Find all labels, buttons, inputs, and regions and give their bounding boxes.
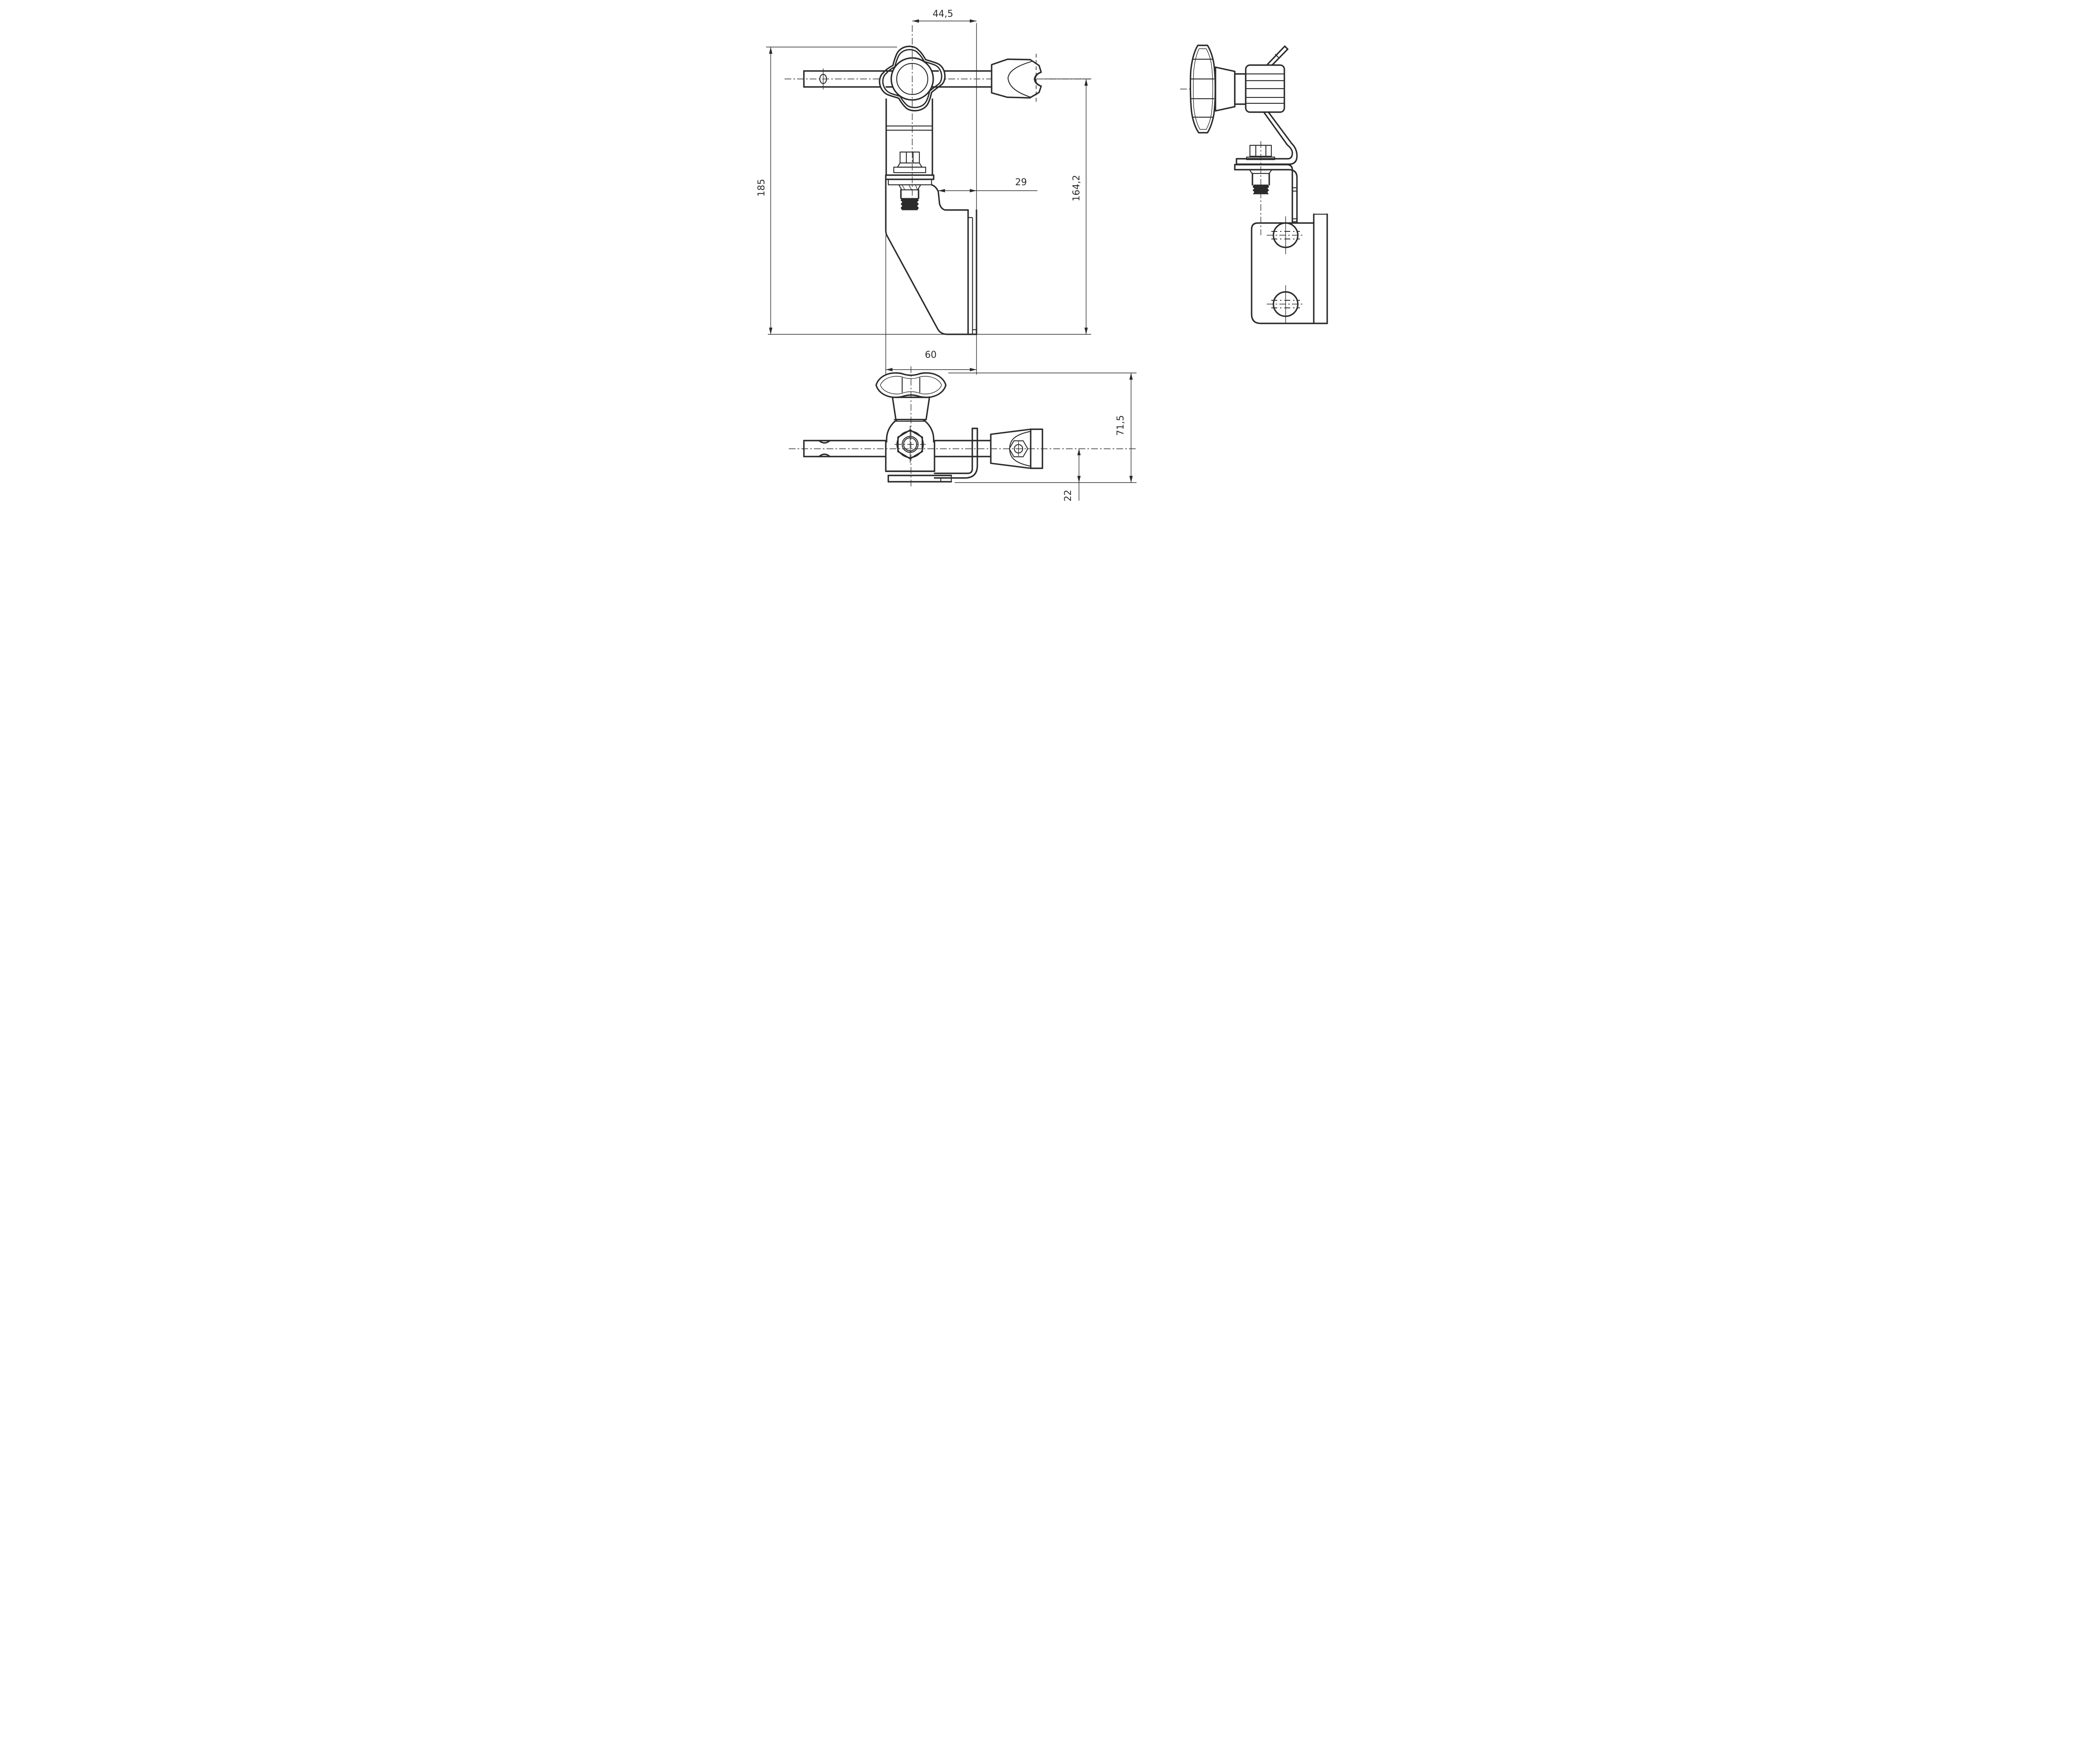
- front-column: [885, 98, 933, 176]
- clamp-c-notch: [1034, 72, 1040, 86]
- nut-chamfer: [897, 163, 922, 168]
- bottom-hex-nut: [894, 426, 926, 463]
- side-clamp-pin: [1266, 45, 1289, 68]
- clamp-technical-drawing: 44,5 185 29 164,2: [725, 0, 1375, 534]
- dim-60: 60: [885, 235, 977, 375]
- dim-185: 185: [756, 47, 1091, 335]
- front-view: 44,5 185 29 164,2: [756, 9, 1091, 375]
- rod-slot-bottom: [818, 453, 831, 457]
- bottom-bent-arm: [933, 428, 978, 479]
- side-knob-molding: [1193, 48, 1213, 130]
- washer-front: [893, 166, 926, 173]
- side-view: [1180, 45, 1328, 324]
- side-bent-arm: [1235, 111, 1298, 165]
- dim-44-5: 44,5: [912, 9, 977, 209]
- front-bracket-plates: [885, 174, 934, 191]
- stud-threads: [900, 198, 919, 210]
- serrated-washer-front: [898, 184, 921, 191]
- clamp-outline: [990, 58, 1042, 99]
- side-knob-boss: [1214, 66, 1236, 112]
- side-knob: [1189, 45, 1216, 134]
- bottom-clamp-nut: [1008, 440, 1028, 457]
- bottom-block: [885, 415, 935, 472]
- dim-60-label: 60: [925, 350, 937, 360]
- bottom-view: 71,5 22: [788, 366, 1137, 501]
- side-clamp-block: [1244, 64, 1285, 113]
- clamp-jaw-curve: [1007, 60, 1032, 98]
- bracket-diagonal-edge: [885, 178, 977, 335]
- side-neck: [1234, 73, 1247, 105]
- bottom-rod: [803, 440, 992, 457]
- hex-nut-front: [899, 151, 920, 164]
- dim-185-label: 185: [756, 179, 767, 197]
- drawing-sheet: 44,5 185 29 164,2: [725, 0, 1375, 534]
- rod-slot-top: [818, 440, 831, 444]
- front-nut-stack: [893, 151, 926, 173]
- dim-71-5: 71,5: [948, 373, 1137, 483]
- dim-44-5-label: 44,5: [932, 9, 953, 19]
- front-clamp-head: [990, 54, 1042, 104]
- front-bracket-body: [885, 178, 977, 335]
- side-face-plate: [1250, 213, 1328, 324]
- bottom-knob-molding: [879, 376, 942, 394]
- front-stud: [900, 189, 919, 210]
- bracket-step-edge: [930, 184, 969, 211]
- side-bracket-leg: [1234, 164, 1298, 224]
- dim-29: 29: [938, 177, 1037, 192]
- plate-hole-top: [1266, 216, 1305, 254]
- dim-22-label: 22: [1063, 490, 1074, 501]
- plate-hole-bottom: [1266, 285, 1305, 323]
- dim-164-2: 164,2: [1043, 79, 1090, 334]
- dim-71-5-label: 71,5: [1116, 415, 1126, 436]
- dim-164-2-label: 164,2: [1071, 175, 1082, 202]
- dim-29-label: 29: [1015, 177, 1027, 188]
- dim-22: 22: [1063, 449, 1081, 501]
